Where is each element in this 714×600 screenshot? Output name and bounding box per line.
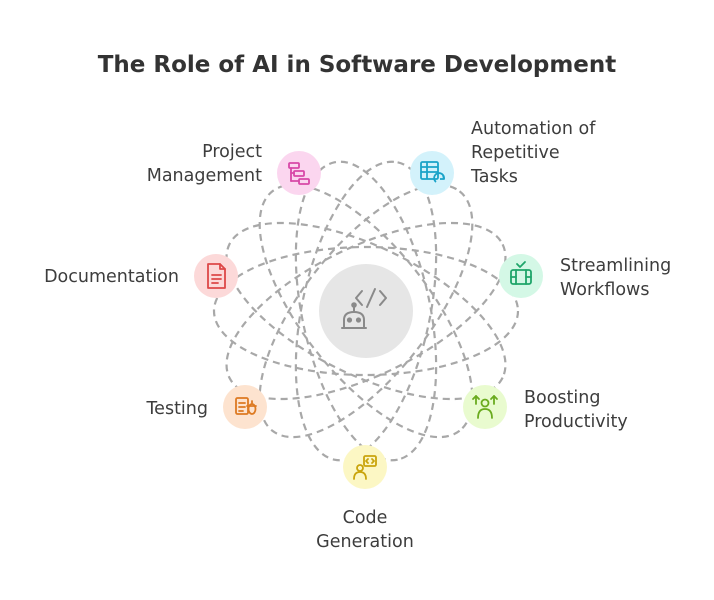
diagram-title: The Role of AI in Software Development [97, 52, 617, 78]
label-streamlining: Streamlining Workflows [560, 256, 672, 300]
orbit-ellipses [212, 160, 520, 462]
person-code-icon [353, 455, 377, 480]
node-project-management [277, 151, 321, 195]
orbit-ellipse [294, 160, 438, 462]
orbit-ellipse [258, 183, 474, 439]
node-streamlining [499, 254, 543, 298]
node-boosting [463, 385, 507, 429]
label-testing: Testing [146, 399, 208, 419]
film-check-icon [510, 261, 532, 285]
node-automation [410, 151, 454, 195]
gantt-icon [288, 162, 310, 185]
table-refresh-icon [420, 161, 445, 183]
orbit-ellipse [294, 160, 438, 462]
document-icon [207, 263, 226, 289]
orbit-ellipse [212, 245, 520, 377]
label-boosting: Boosting Productivity [524, 388, 628, 432]
label-documentation: Documentation [44, 267, 179, 287]
label-project-management: Project Management [146, 142, 262, 186]
orbit-ellipse [225, 221, 507, 401]
node-code-generation [343, 445, 387, 489]
label-automation: Automation of Repetitive Tasks [471, 119, 596, 187]
orbit-ellipse [258, 183, 474, 439]
orbit-ellipse [225, 221, 507, 401]
person-arrows-icon [472, 395, 498, 419]
bug-test-icon [235, 397, 257, 415]
center-hub [319, 264, 413, 358]
node-documentation [194, 254, 238, 298]
node-testing [223, 385, 267, 429]
label-code-generation: Code Generation [316, 508, 414, 552]
code-robot-icon [341, 288, 387, 329]
